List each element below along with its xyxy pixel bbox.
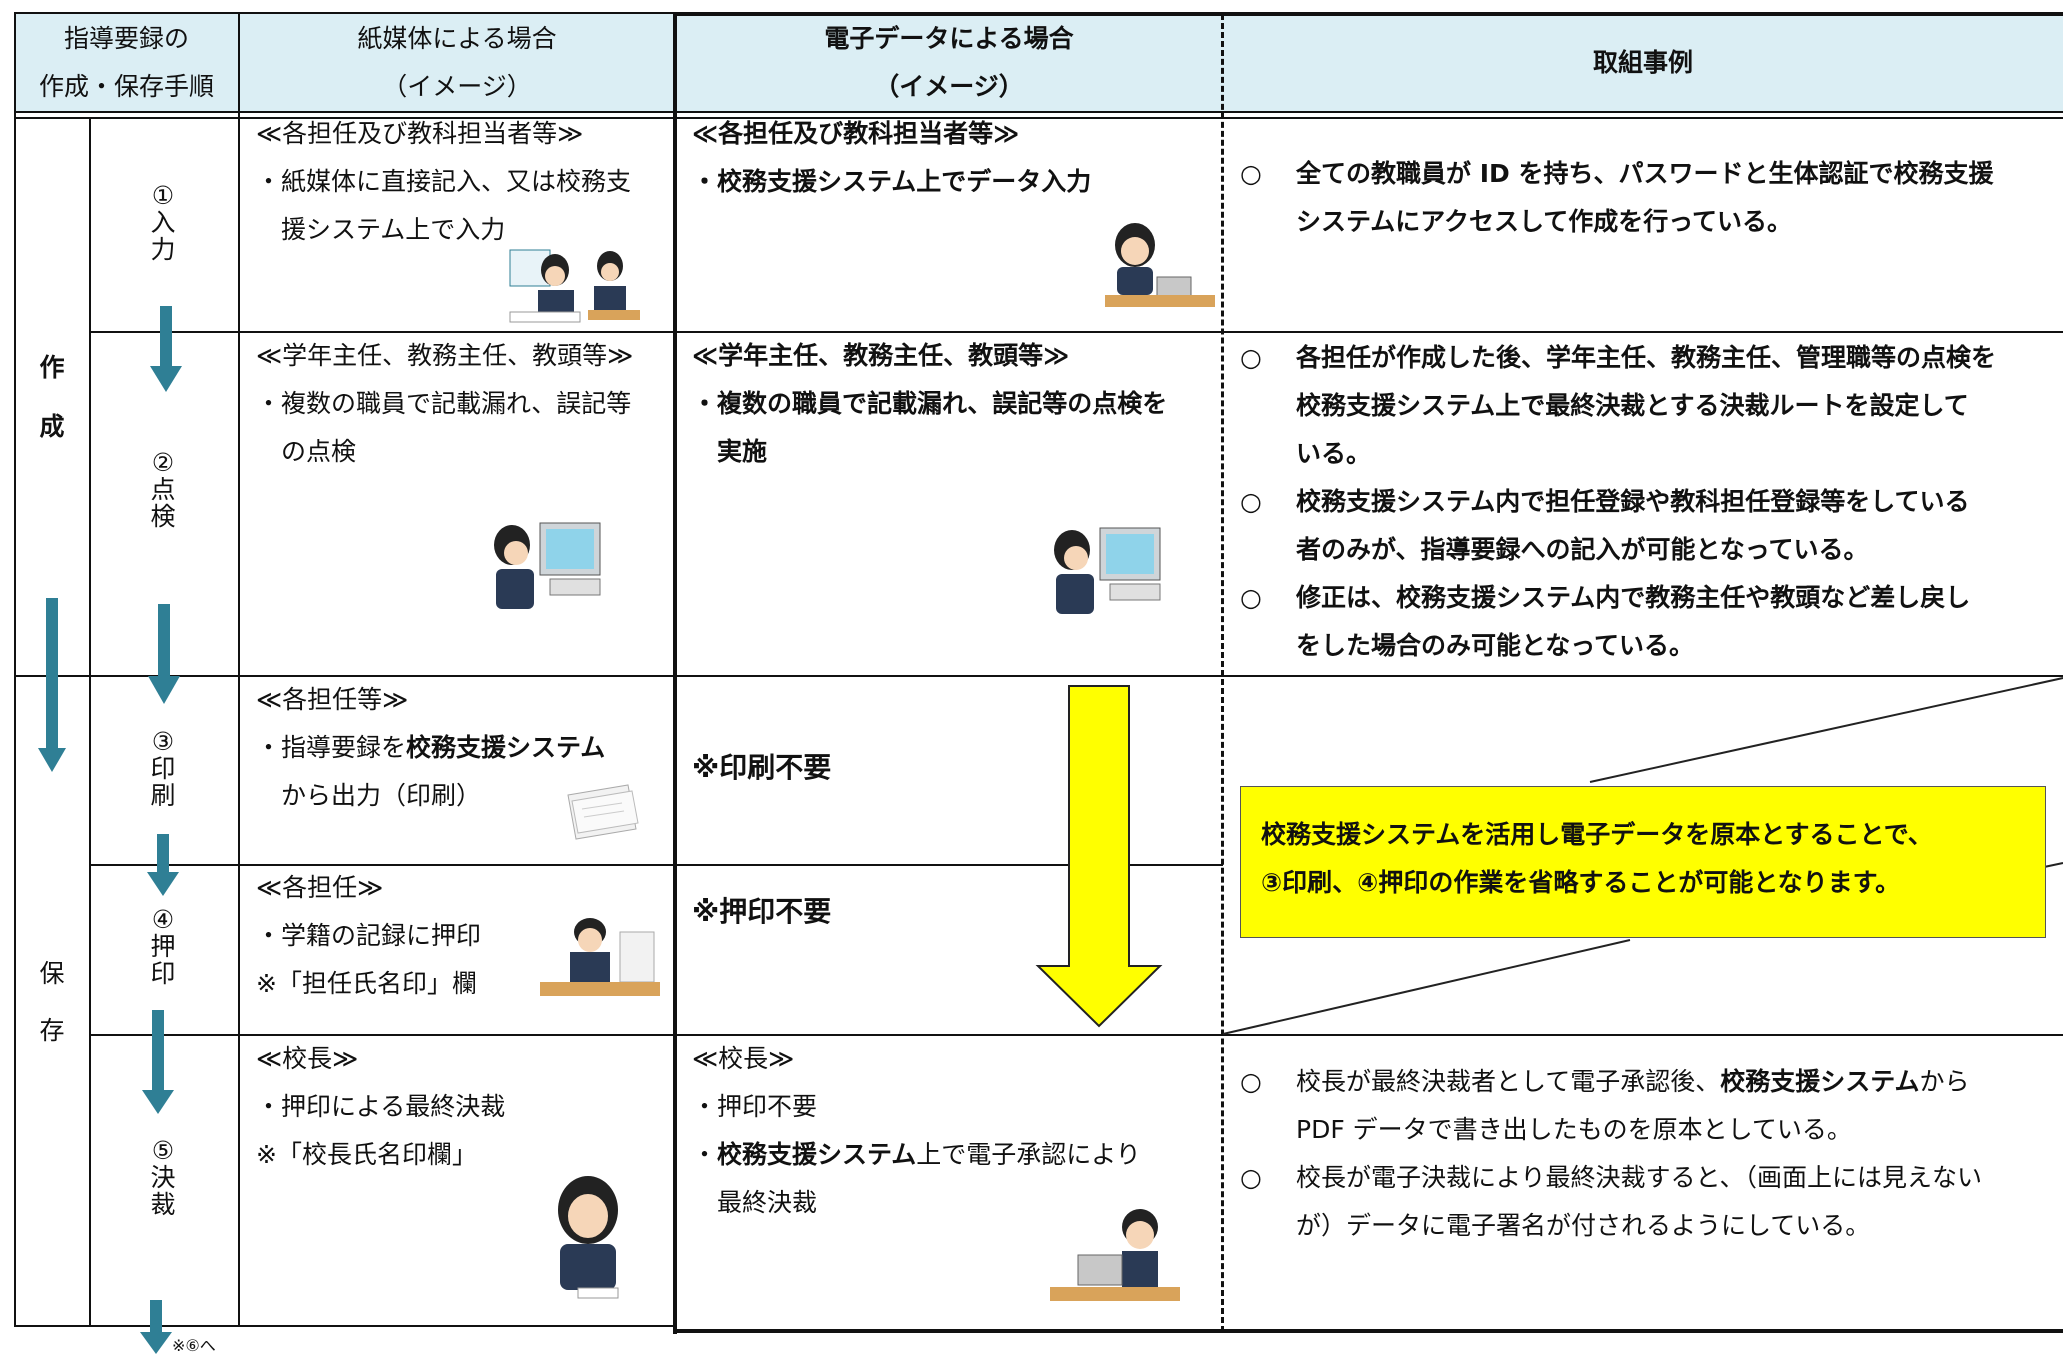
grid-top-thick [675,12,2063,16]
header-bg-col2 [239,14,675,112]
person-stamping-icon [540,918,660,996]
person-checking-monitor-icon-2 [1054,527,1161,614]
paper-stack-icon [567,784,639,840]
digital-r2-role: ≪学年主任、教務主任、教頭等≫ [692,341,1070,370]
grid-left [14,12,16,1327]
phase-save-2: 存 [39,1016,65,1045]
row-line-3 [89,864,1223,866]
row-line-1 [89,331,2063,333]
phase-save-1: 保 [39,959,65,988]
digital-r1-role: ≪各担任及び教科担当者等≫ [692,119,1020,148]
grid-header-bottom-double [14,117,2063,119]
paper-r4-line2: ※「担任氏名印」欄 [256,969,477,998]
paper-r3-line1: ・指導要録を校務支援システム [256,733,606,762]
next-step-note: ※⑥へ [172,1336,216,1355]
header-bg-col4 [1223,14,2063,112]
digital-r2-line2: 実施 [717,437,768,466]
paper-r1-line1: ・紙媒体に直接記入、又は校務支 [256,167,632,196]
header-procedure: 指導要録の作成・保存手順 [38,24,214,101]
grid-dashed-divider [1221,14,1224,1332]
digital-r1-line1: ・校務支援システム上でデータ入力 [692,167,1092,196]
digital-r5-role: ≪校長≫ [692,1044,795,1073]
paper-r2-line2: の点検 [281,437,357,466]
header-bg-col3 [675,14,1223,112]
phase-create-2: 成 [39,412,65,441]
grid-col2-right [673,12,677,1334]
header-bg-col1 [14,14,239,112]
grid-col1-right [238,12,240,1327]
paper-r5-line1: ・押印による最終決裁 [256,1092,506,1121]
digital-r5-line3: 最終決裁 [717,1188,818,1217]
grid-bottom-right [675,1329,2063,1333]
digital-r3-note: ※印刷不要 [692,751,832,784]
header-paper: 紙媒体による場合（イメージ） [357,24,557,101]
teacher-writing-icon [509,249,640,323]
grid-bottom-left [14,1325,675,1327]
digital-r5-line1: ・押印不要 [692,1092,818,1121]
paper-r2-role: ≪学年主任、教務主任、教頭等≫ [256,341,634,370]
digital-r5-line2: ・校務支援システム上で電子承認により [692,1140,1141,1169]
header-examples: 取組事例 [1592,48,1693,77]
digital-r4-note: ※押印不要 [692,895,832,928]
person-checking-monitor-icon [494,522,601,609]
paper-r5-role: ≪校長≫ [256,1044,359,1073]
person-at-computer-icon [1105,223,1215,307]
paper-r4-role: ≪各担任≫ [256,873,384,902]
grid-phase-divider [89,117,91,1327]
principal-at-laptop-icon [1050,1209,1180,1301]
principal-woman-icon [558,1176,619,1299]
paper-r5-line2: ※「校長氏名印欄」 [256,1140,477,1169]
paper-r3-role: ≪各担任等≫ [256,685,409,714]
paper-r2-line1: ・複数の職員で記載漏れ、誤記等 [256,389,632,418]
header-digital: 電子データによる場合（イメージ） [824,24,1074,101]
paper-r4-line1: ・学籍の記録に押印 [256,921,482,950]
grid-header-bottom [14,111,2063,113]
digital-r2-line1: ・複数の職員で記載漏れ、誤記等の点検を [692,389,1168,418]
paper-r1-role: ≪各担任及び教科担当者等≫ [256,119,584,148]
row-line-2 [14,675,2063,677]
paper-r3-line2: から出力（印刷） [281,781,482,810]
row-line-4 [89,1034,2063,1036]
phase-create-1: 作 [39,353,65,382]
paper-r1-line2: 援システム上で入力 [281,215,506,244]
callout-box: 校務支援システムを活用し電子データを原本とすることで、 ③印刷、④押印の作業を省… [1240,786,2046,938]
